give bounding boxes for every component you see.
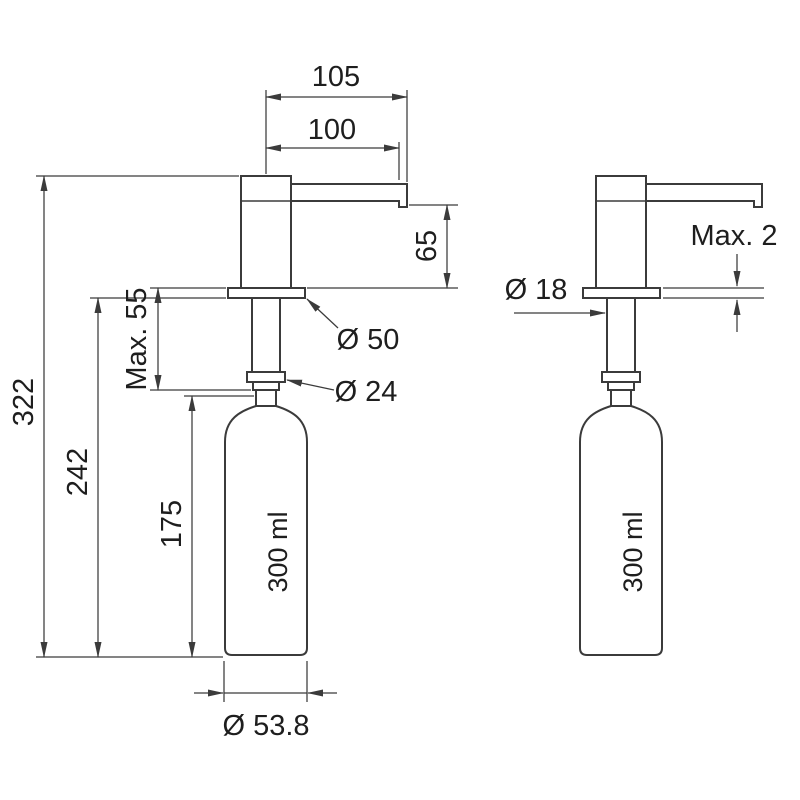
mounting-flange [582, 287, 661, 299]
collar-nut [607, 381, 635, 391]
dim-175-label: 175 [156, 500, 188, 548]
spout [290, 183, 408, 208]
dimension-175: 175 [156, 395, 254, 658]
bottle-volume-label: 300 ml [618, 511, 648, 592]
collar-nut [252, 381, 280, 391]
dia-18-label: Ø 18 [505, 274, 568, 306]
diameter-53-8: Ø 53.8 [194, 661, 337, 742]
locking-collar [601, 371, 641, 383]
pump-stem [240, 175, 292, 289]
locking-collar [246, 371, 286, 383]
spout [645, 183, 763, 208]
dim-max55-label: Max. 55 [121, 287, 153, 390]
bottle-neck [255, 389, 277, 407]
left-dispenser: 300 ml [224, 175, 408, 656]
dia-50-label: Ø 50 [337, 324, 400, 356]
mounting-flange [227, 287, 306, 299]
pump-stem [595, 175, 647, 289]
diameter-50: Ø 50 [306, 298, 400, 356]
dimension-max-55: Max. 55 [121, 287, 251, 391]
thread-shaft [251, 297, 281, 373]
dim-100-label: 100 [308, 114, 356, 146]
bottle-neck [610, 389, 632, 407]
dimension-max-2: Max. 2 [663, 220, 778, 332]
dia-538-label: Ø 53.8 [222, 710, 309, 742]
dimension-105: 105 [265, 61, 408, 182]
right-dispenser: 300 ml [579, 175, 763, 656]
dim-242-label: 242 [62, 448, 94, 496]
bottle [224, 405, 308, 656]
dia-24-leader [286, 379, 335, 391]
diameter-18: Ø 18 [505, 274, 606, 317]
dia-50-leader [306, 298, 339, 329]
dim-max2-label: Max. 2 [690, 220, 777, 252]
thread-shaft [606, 297, 636, 373]
dim-65-label: 65 [411, 230, 443, 262]
dimension-322: 322 [8, 175, 239, 658]
bottle [579, 405, 663, 656]
dimension-242: 242 [62, 297, 226, 658]
dim-322-label: 322 [8, 378, 40, 426]
dia-24-label: Ø 24 [335, 376, 398, 408]
diameter-24: Ø 24 [286, 376, 398, 408]
dim-105-label: 105 [312, 61, 360, 93]
dimension-100: 100 [265, 114, 400, 180]
bottle-volume-label: 300 ml [263, 511, 293, 592]
dimension-65: 65 [307, 204, 458, 289]
